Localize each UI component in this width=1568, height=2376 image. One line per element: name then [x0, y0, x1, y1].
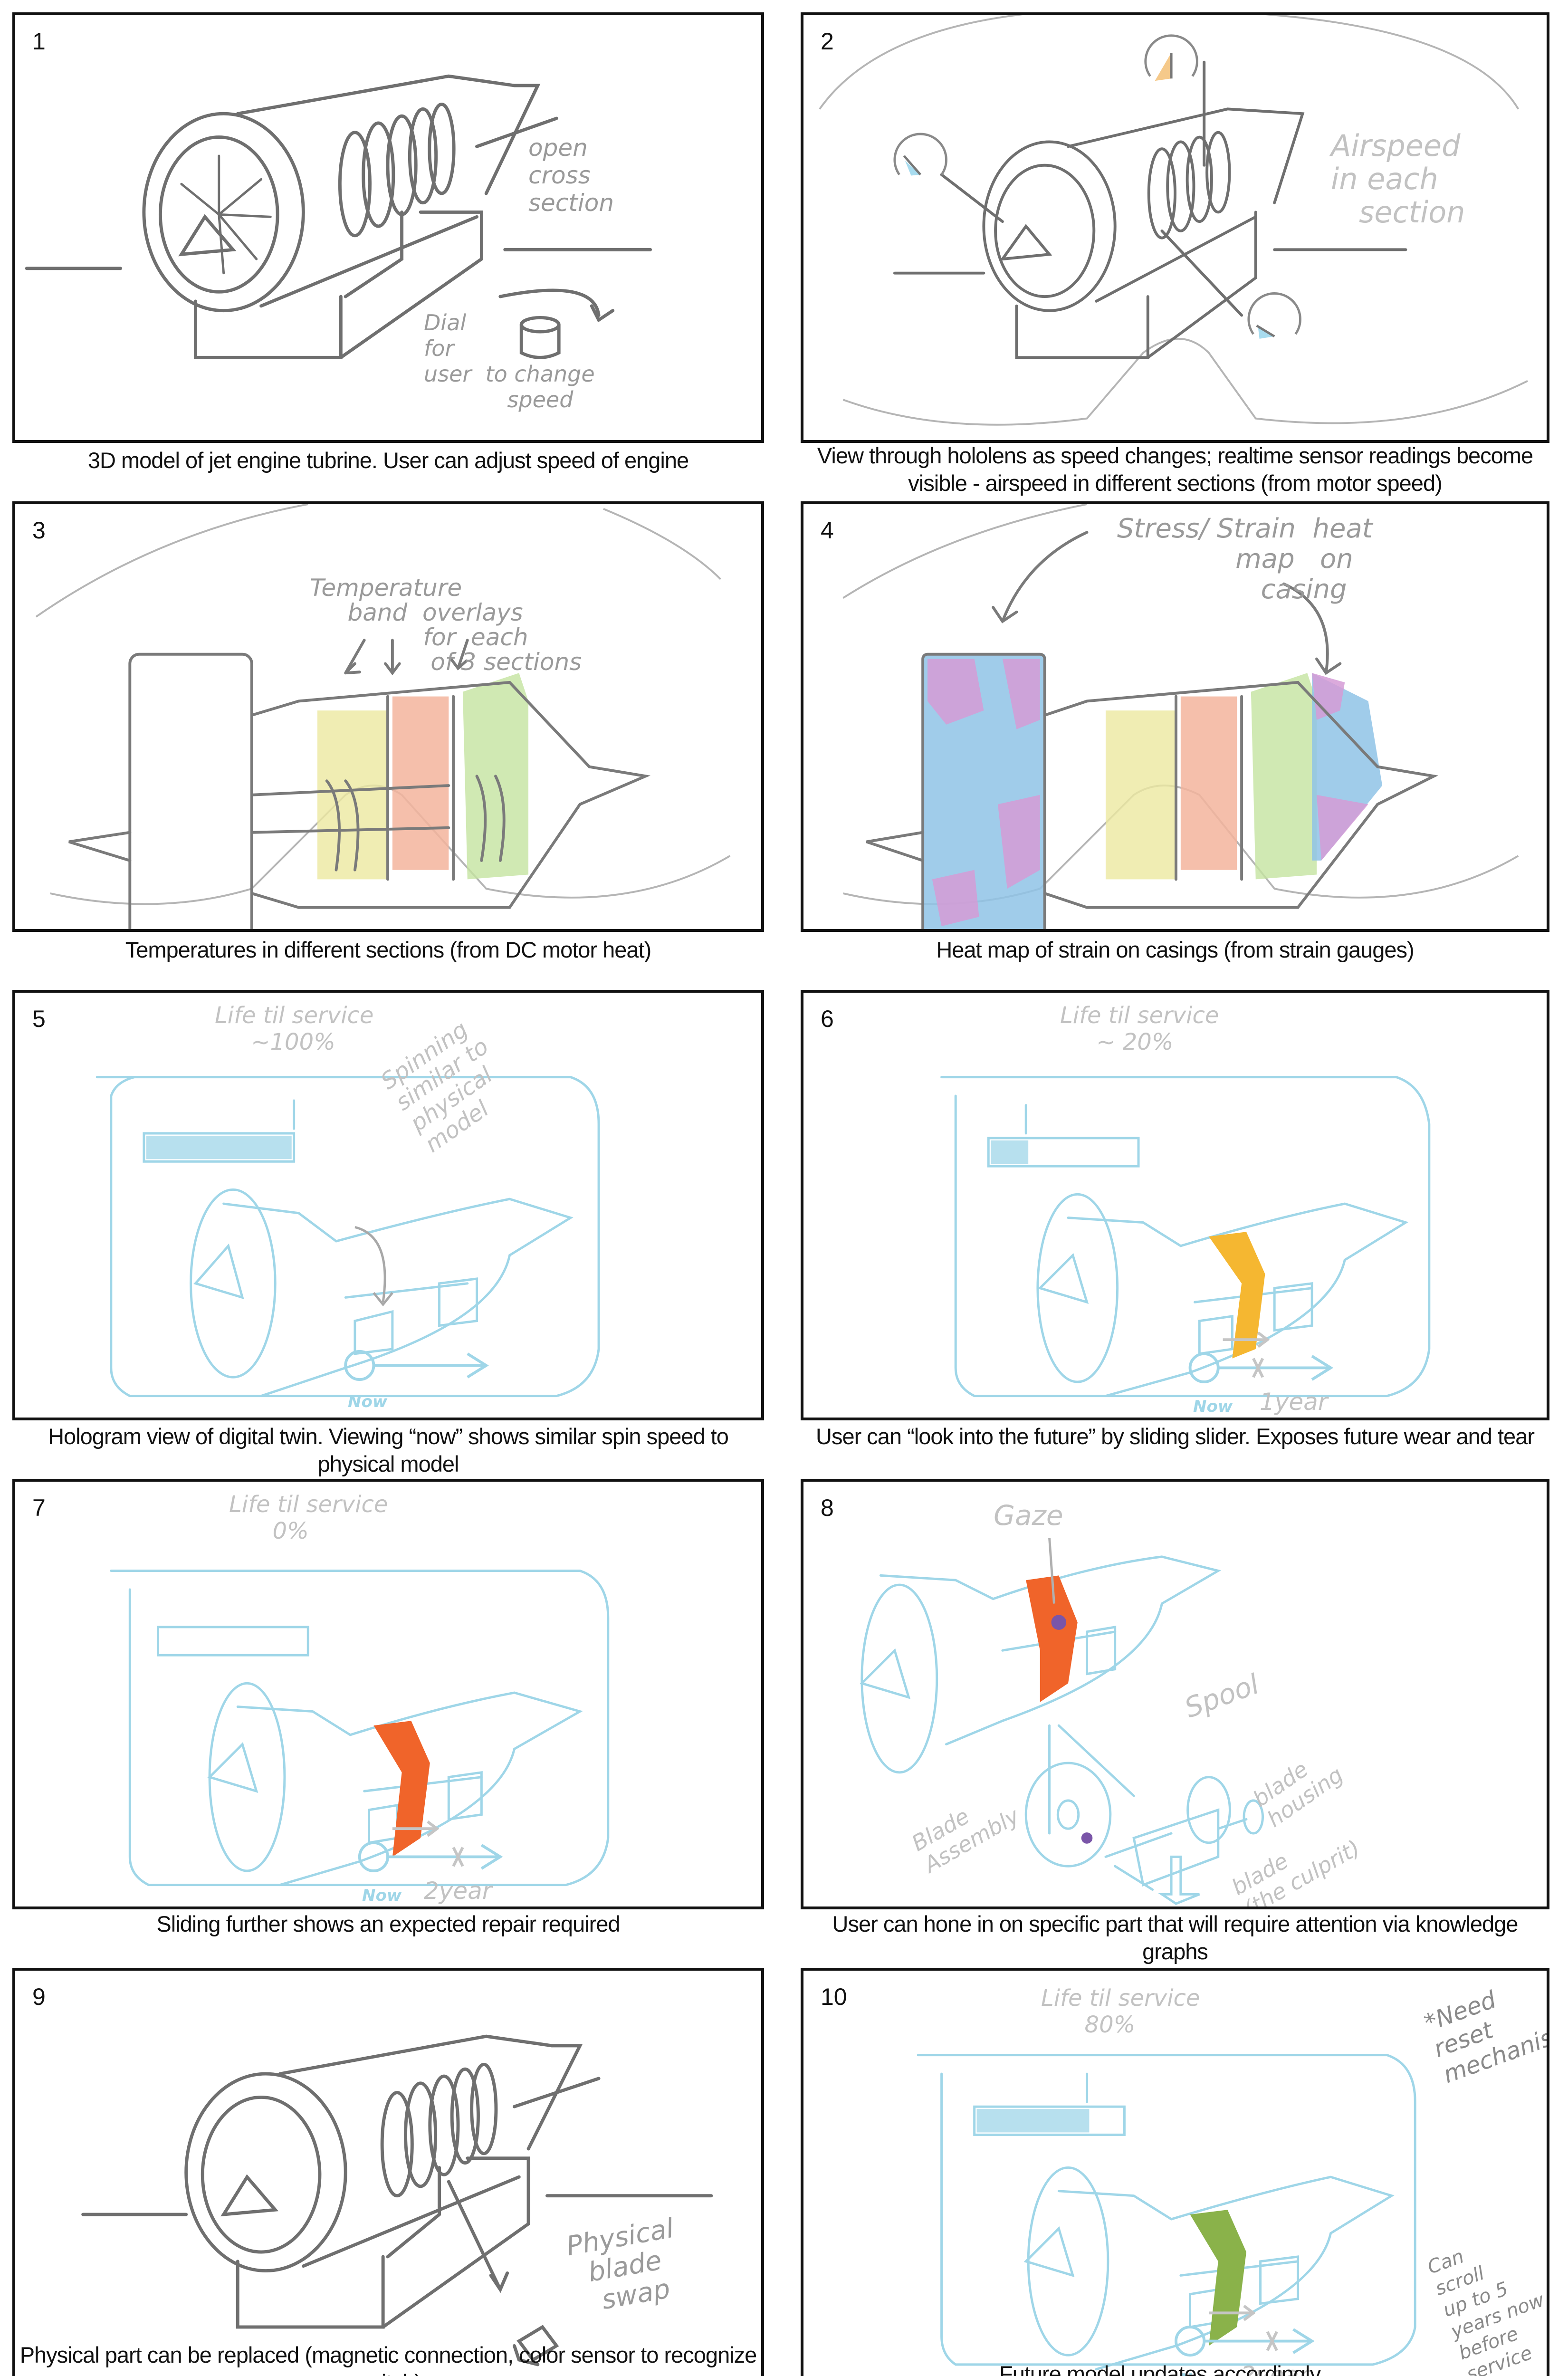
panel-number: 5 — [32, 1006, 46, 1032]
panel-number: 4 — [821, 517, 834, 544]
storyboard-panel-9: 9 Physical blade swap Physical part can … — [12, 1968, 764, 2376]
timeline-slider — [358, 1841, 503, 1872]
life-bar-fill — [976, 2109, 1090, 2133]
panel-8-caption: User can hone in on specific part that w… — [832, 1911, 1519, 1964]
panel-number: 9 — [32, 1983, 46, 2010]
panel-1-caption: 3D model of jet engine tubrine. User can… — [87, 448, 689, 473]
panel-7-caption: Sliding further shows an expected repair… — [156, 1911, 620, 1936]
blade-marker — [1081, 1832, 1093, 1844]
annotation-gaze: Gaze — [994, 1499, 1063, 1532]
annotation-temperature-bands: Temperature band overlays for each of 3 … — [310, 574, 582, 676]
annotation-life-til-service: Life til service ~ 20% — [1060, 1002, 1219, 1055]
gauge-icon — [1247, 292, 1301, 339]
storyboard-panel-2: 2 Airspeed in each section — [801, 12, 1549, 443]
slider-now-label: Now — [1193, 1397, 1233, 1416]
slider-now-label: Now — [348, 1392, 388, 1411]
storyboard-panel-10: 10 Life til service 80% *Need reset mech… — [801, 1968, 1549, 2376]
panel-number: 1 — [32, 28, 46, 55]
storyboard-panel-5: 5 Life til service ~100% Spinning simila… — [12, 990, 764, 1420]
life-bar-fill — [991, 1140, 1029, 1164]
wear-band — [1209, 1232, 1265, 1359]
panel-10-caption: Future model updates accordingly — [999, 2361, 1321, 2376]
annotation-life-til-service: Life til service 0% — [229, 1491, 388, 1544]
timeline-slider — [344, 1350, 489, 1381]
panel-number: 2 — [821, 28, 834, 55]
slider-now-label: Now — [1179, 2365, 1218, 2376]
annotation-airspeed: Airspeed in each section — [1331, 128, 1465, 230]
physical-blade-swap-sketch — [81, 2034, 713, 2366]
storyboard-panel-1: 1 open cross section Dial for user to ch… — [12, 12, 764, 443]
slider-end-label: 2year — [424, 1877, 492, 1905]
timeline-slider — [1188, 1352, 1334, 1383]
annotation-dial: Dial for user to change speed — [424, 310, 595, 412]
life-bar-fill — [146, 1135, 292, 1159]
hologram-digital-twin-sketch — [96, 1076, 600, 1398]
gauge-icon — [1144, 34, 1198, 81]
panel-3-caption: Temperatures in different sections (from… — [125, 937, 652, 962]
panel-4-caption: Heat map of strain on casings (from stra… — [936, 937, 1414, 962]
gaze-marker — [1051, 1615, 1067, 1630]
strain-heat-map-sketch — [842, 504, 1519, 929]
expected-repair-sketch — [110, 1570, 610, 1887]
temperature-band-sketch — [35, 504, 731, 929]
wear-band — [1026, 1575, 1078, 1702]
panel-6-caption: User can “look into the future” by slidi… — [816, 1424, 1535, 1449]
updated-future-model-sketch — [917, 2054, 1416, 2371]
panel-9-caption: Physical part can be replaced (magnetic … — [19, 2342, 757, 2376]
panel-number: 8 — [821, 1495, 834, 1521]
storyboard-panel-6: 6 Life til service ~ 20% Now 1year — [801, 990, 1549, 1420]
timeline-slider — [1175, 2325, 1315, 2357]
gauge-icon — [893, 133, 947, 176]
jet-engine-model-sketch — [25, 74, 652, 359]
panel-5-caption: Hologram view of digital twin. Viewing “… — [48, 1424, 729, 1476]
slider-end-label: 1year — [1260, 1388, 1328, 1416]
future-wear-sketch — [940, 1076, 1431, 1398]
wear-band — [373, 1721, 430, 1857]
panel-number: 6 — [821, 1006, 834, 1032]
panel-number: 10 — [821, 1983, 847, 2010]
annotation-strain-heat-map: Stress/ Strain heat map on casing — [1117, 513, 1373, 605]
panel-number: 7 — [32, 1495, 46, 1521]
annotation-physical-blade-swap: Physical blade swap — [564, 2213, 676, 2320]
panel-2-caption: View through hololens as speed changes; … — [817, 443, 1533, 496]
storyboard-panel-3: 3 Temperature band overlays for each of … — [12, 501, 764, 932]
annotation-life-til-service: Life til service 80% — [1041, 1985, 1200, 2038]
slider-end-label: 2year — [1241, 2361, 1309, 2376]
hololens-view-sketch — [819, 15, 1528, 426]
storyboard-panel-7: 7 Life til service 0% Now 2year — [12, 1479, 764, 1909]
annotation-life-til-service: Life til service ~100% — [215, 1002, 374, 1055]
slider-now-label: Now — [362, 1886, 402, 1905]
panel-number: 3 — [32, 517, 46, 544]
annotation-open-cross-section: open cross section — [528, 134, 614, 217]
knowledge-graph-sketch — [860, 1538, 1264, 1905]
storyboard-panel-4: 4 Stress/ Strain heat map on casing — [801, 501, 1549, 932]
storyboard-panel-8: 8 Gaze Spool Blade Assembly blade housin… — [801, 1479, 1549, 1909]
